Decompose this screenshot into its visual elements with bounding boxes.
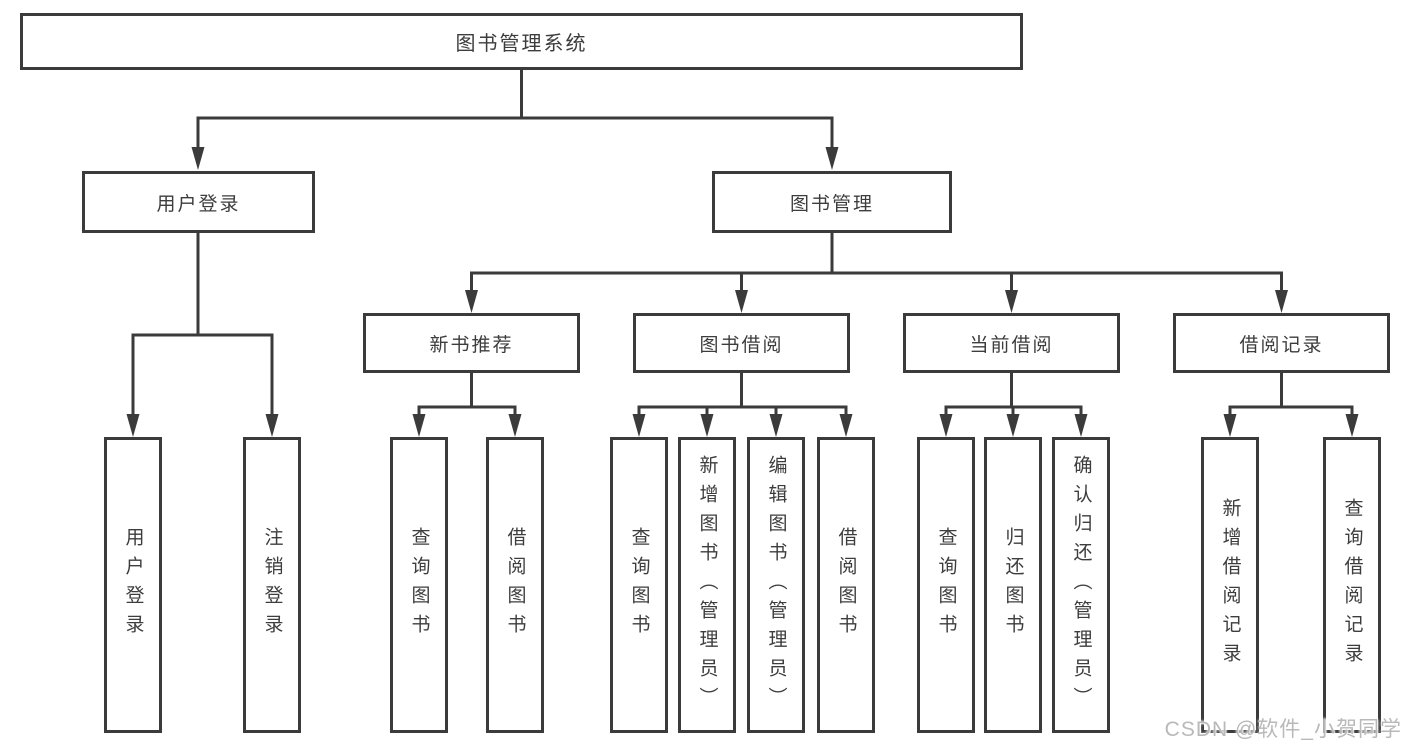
tree-edges xyxy=(131,70,1354,418)
node-label: 查询借阅记录 xyxy=(1341,498,1363,672)
node-book-borrowing: 图书借阅 xyxy=(633,313,850,373)
node-library-management-system: 图书管理系统 xyxy=(20,13,1023,70)
node-label: 图书管理系统 xyxy=(455,33,588,55)
node-label: 当前借阅 xyxy=(969,334,1054,356)
node-label: 借阅记录 xyxy=(1239,334,1324,356)
leaf-query-borrow-record: 查询借阅记录 xyxy=(1323,437,1381,733)
leaf-return-books: 归还图书 xyxy=(984,437,1042,733)
node-label: 查询图书 xyxy=(628,527,650,643)
leaf-query-books-borrowing: 查询图书 xyxy=(610,437,668,733)
leaf-borrow-books-borrowing: 借阅图书 xyxy=(817,437,875,733)
csdn-watermark: CSDN @软件_小贺同学 xyxy=(1164,718,1402,741)
node-label: 注销登录 xyxy=(261,527,283,643)
leaf-user-login: 用户登录 xyxy=(104,437,162,733)
leaf-query-books-recommend: 查询图书 xyxy=(390,437,448,733)
node-book-management: 图书管理 xyxy=(712,171,952,233)
leaf-edit-book-admin: 编辑图书（管理员） xyxy=(747,437,805,733)
node-label: 新书推荐 xyxy=(429,334,514,356)
leaf-query-books-current: 查询图书 xyxy=(917,437,975,733)
node-label: 借阅图书 xyxy=(835,527,857,643)
node-user-login: 用户登录 xyxy=(82,171,315,233)
node-label: 查询图书 xyxy=(935,527,957,643)
leaf-confirm-return-admin: 确认归还（管理员） xyxy=(1052,437,1110,733)
leaf-borrow-books-recommend: 借阅图书 xyxy=(486,437,544,733)
node-label: 确认归还（管理员） xyxy=(1070,454,1092,716)
node-label: 图书管理 xyxy=(789,193,874,215)
node-label: 用户登录 xyxy=(156,193,241,215)
node-borrowing-records: 借阅记录 xyxy=(1173,313,1390,373)
node-current-borrowing: 当前借阅 xyxy=(903,313,1120,373)
leaf-add-book-admin: 新增图书（管理员） xyxy=(678,437,736,733)
node-label: 借阅图书 xyxy=(504,527,526,643)
arrowhead-icons xyxy=(126,147,1359,437)
node-label: 用户登录 xyxy=(122,527,144,643)
node-label: 查询图书 xyxy=(408,527,430,643)
node-label: 编辑图书（管理员） xyxy=(765,454,787,716)
node-label: 归还图书 xyxy=(1002,527,1024,643)
node-label: 新增图书（管理员） xyxy=(696,454,718,716)
node-label: 图书借阅 xyxy=(699,334,784,356)
leaf-add-borrow-record: 新增借阅记录 xyxy=(1201,437,1259,733)
node-new-book-recommendation: 新书推荐 xyxy=(363,313,580,373)
leaf-logout: 注销登录 xyxy=(243,437,301,733)
node-label: 新增借阅记录 xyxy=(1219,498,1241,672)
